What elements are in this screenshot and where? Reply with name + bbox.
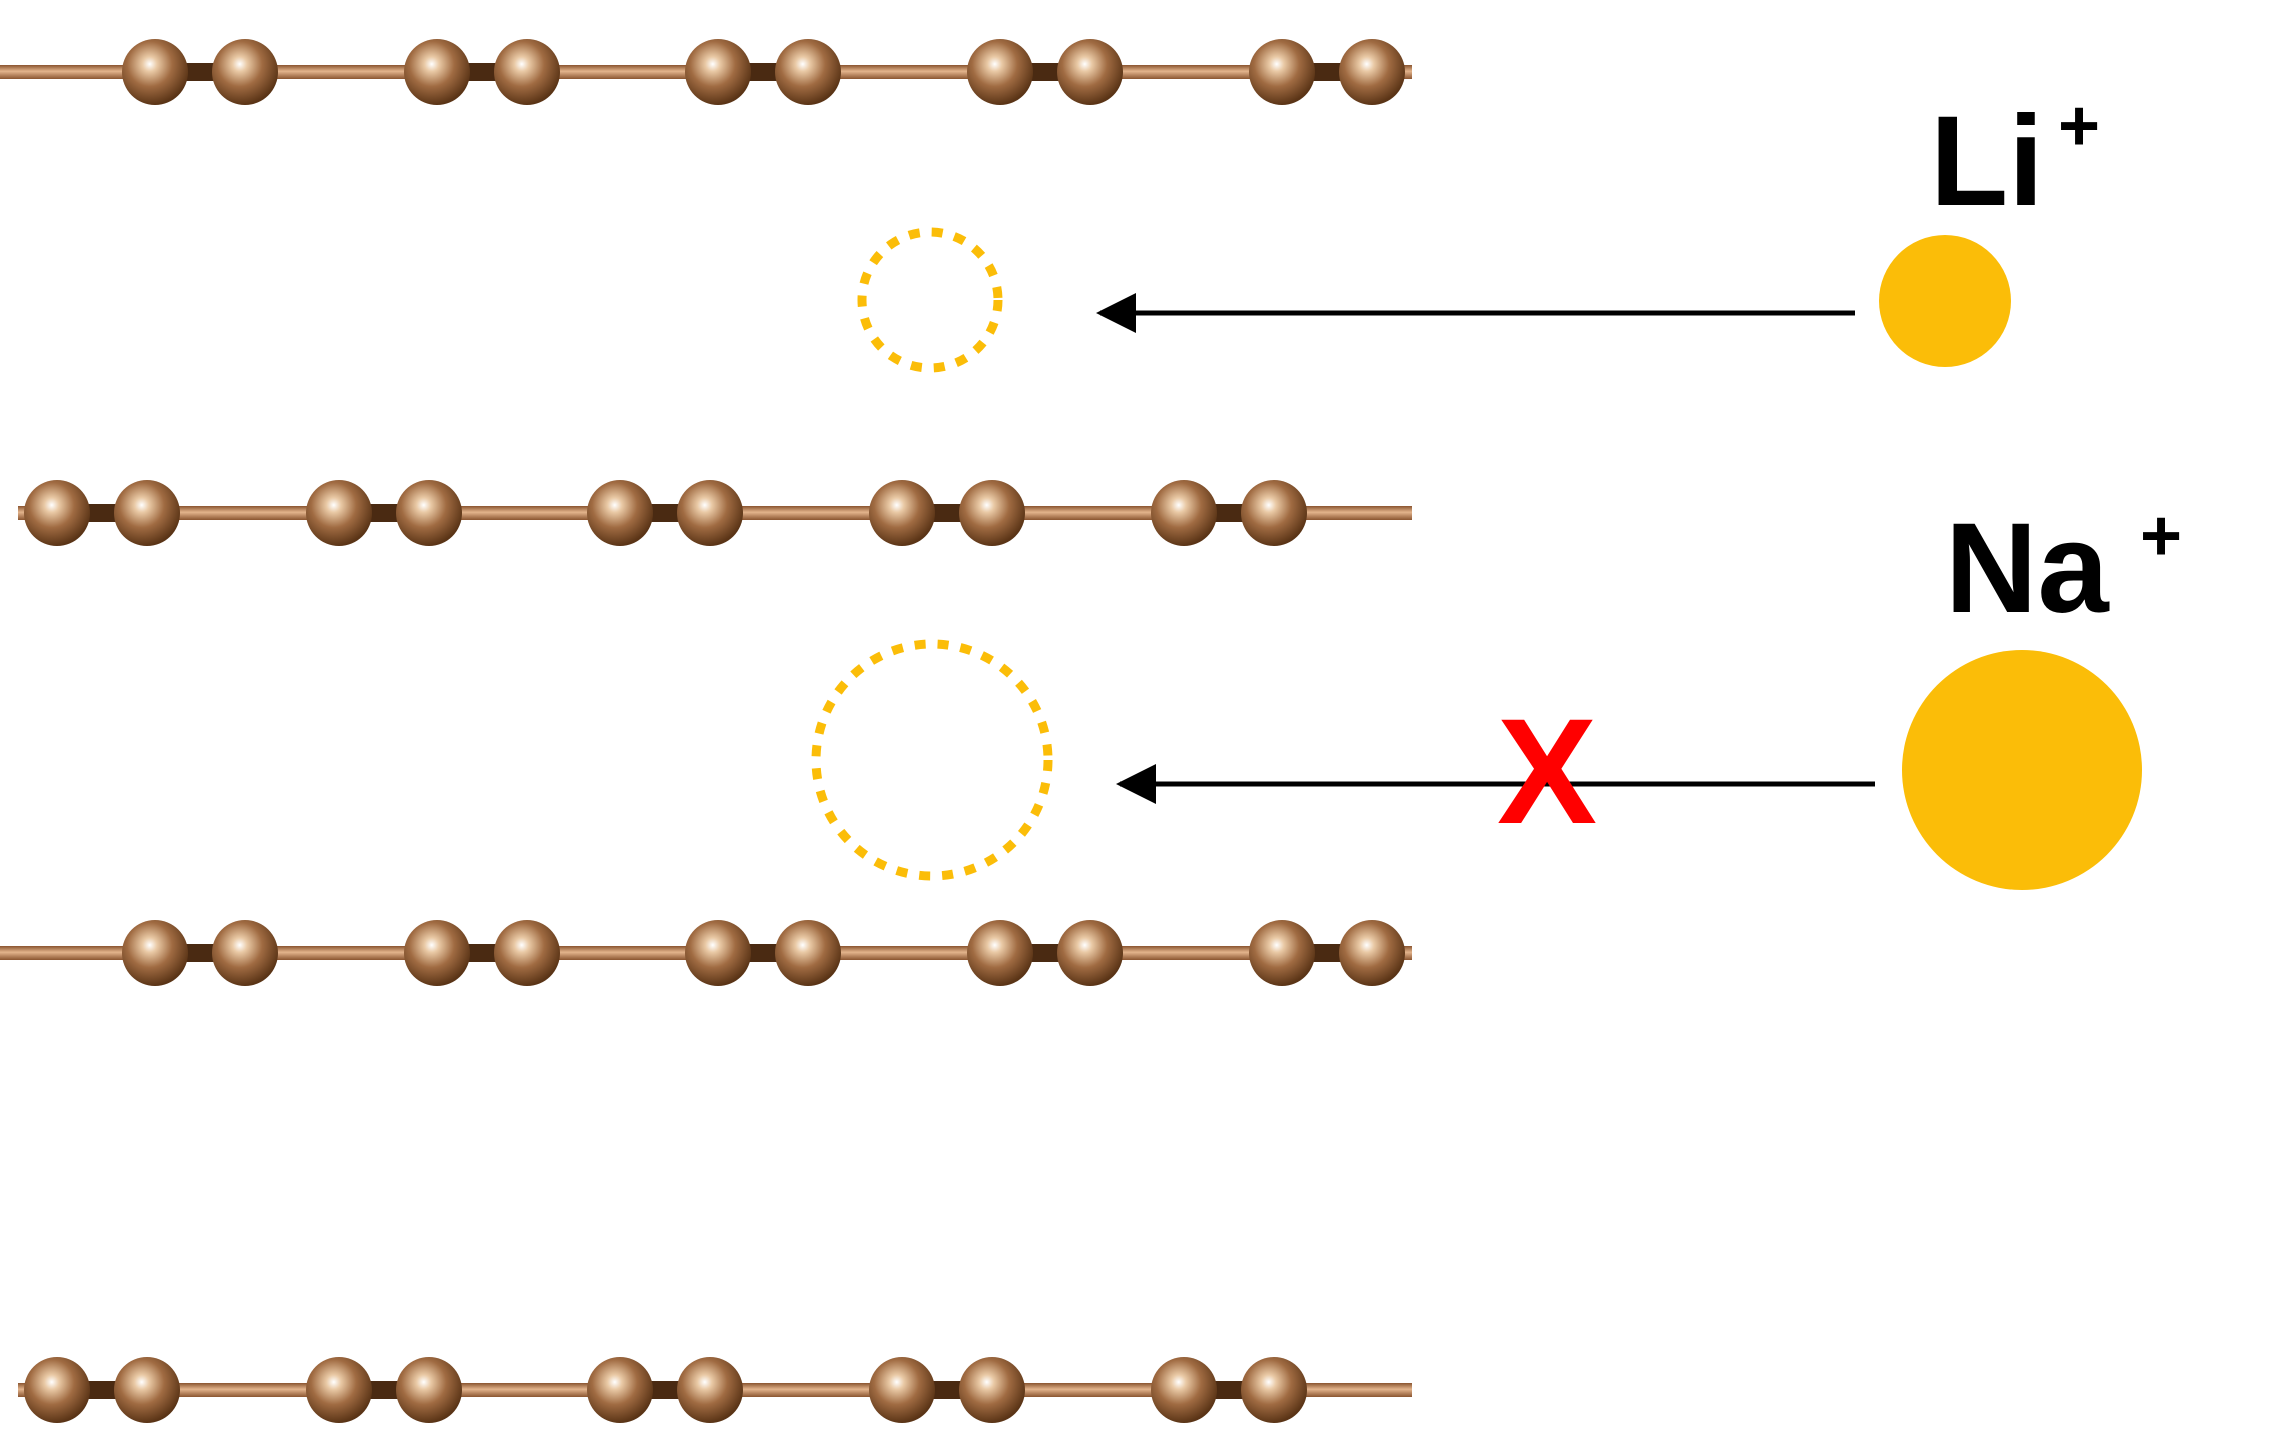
- carbon-atom: [122, 39, 188, 105]
- carbon-atom: [1057, 920, 1123, 986]
- carbon-atom: [1339, 920, 1405, 986]
- carbon-atom: [404, 39, 470, 105]
- carbon-atom: [114, 480, 180, 546]
- carbon-atom: [967, 39, 1033, 105]
- na-intercalation-row: X Na +: [811, 496, 2182, 890]
- carbon-atom: [122, 920, 188, 986]
- na-ion-charge: +: [2140, 496, 2182, 576]
- carbon-atom: [869, 480, 935, 546]
- carbon-atom: [494, 920, 560, 986]
- carbon-atom: [1241, 1357, 1307, 1423]
- carbon-atom: [775, 920, 841, 986]
- blocked-x-mark-icon: X: [1497, 687, 1597, 855]
- carbon-atom: [869, 1357, 935, 1423]
- carbon-atom: [1249, 39, 1315, 105]
- carbon-atom: [959, 1357, 1025, 1423]
- carbon-atom: [396, 480, 462, 546]
- carbon-atom: [587, 480, 653, 546]
- carbon-atom: [685, 920, 751, 986]
- carbon-atom: [1151, 1357, 1217, 1423]
- carbon-atom: [959, 480, 1025, 546]
- graphite-layer-1: [0, 39, 1412, 105]
- carbon-atom: [775, 39, 841, 105]
- carbon-atom: [396, 1357, 462, 1423]
- graphite-layer-3: [0, 920, 1412, 986]
- carbon-atom: [306, 1357, 372, 1423]
- graphite-layer-2: [18, 480, 1412, 546]
- carbon-atom: [967, 920, 1033, 986]
- carbon-atom: [587, 1357, 653, 1423]
- carbon-atom: [114, 1357, 180, 1423]
- graphite-layer-4: [18, 1357, 1412, 1423]
- carbon-atom: [1057, 39, 1123, 105]
- na-target-site-dotted-circle-icon: [811, 639, 1053, 881]
- li-ion-charge: +: [2058, 86, 2100, 166]
- carbon-atom: [24, 1357, 90, 1423]
- li-ion-symbol: Li: [1930, 90, 2044, 233]
- li-ion: [1879, 235, 2011, 367]
- carbon-atom: [1339, 39, 1405, 105]
- na-ion-symbol: Na: [1945, 497, 2109, 640]
- na-ion: [1902, 650, 2142, 890]
- carbon-atom: [306, 480, 372, 546]
- graphite-layers: [0, 39, 1412, 1423]
- carbon-atom: [1249, 920, 1315, 986]
- carbon-atom: [677, 1357, 743, 1423]
- carbon-atom: [1151, 480, 1217, 546]
- carbon-atom: [685, 39, 751, 105]
- li-intercalation-row: Li +: [857, 86, 2100, 373]
- carbon-atom: [212, 39, 278, 105]
- li-target-site-dotted-circle-icon: [857, 227, 1003, 373]
- carbon-atom: [677, 480, 743, 546]
- li-ion-label: Li: [1930, 90, 2044, 233]
- carbon-atom: [1241, 480, 1307, 546]
- carbon-atom: [24, 480, 90, 546]
- carbon-atom: [404, 920, 470, 986]
- carbon-atom: [494, 39, 560, 105]
- na-ion-label: Na: [1945, 497, 2109, 640]
- carbon-atom: [212, 920, 278, 986]
